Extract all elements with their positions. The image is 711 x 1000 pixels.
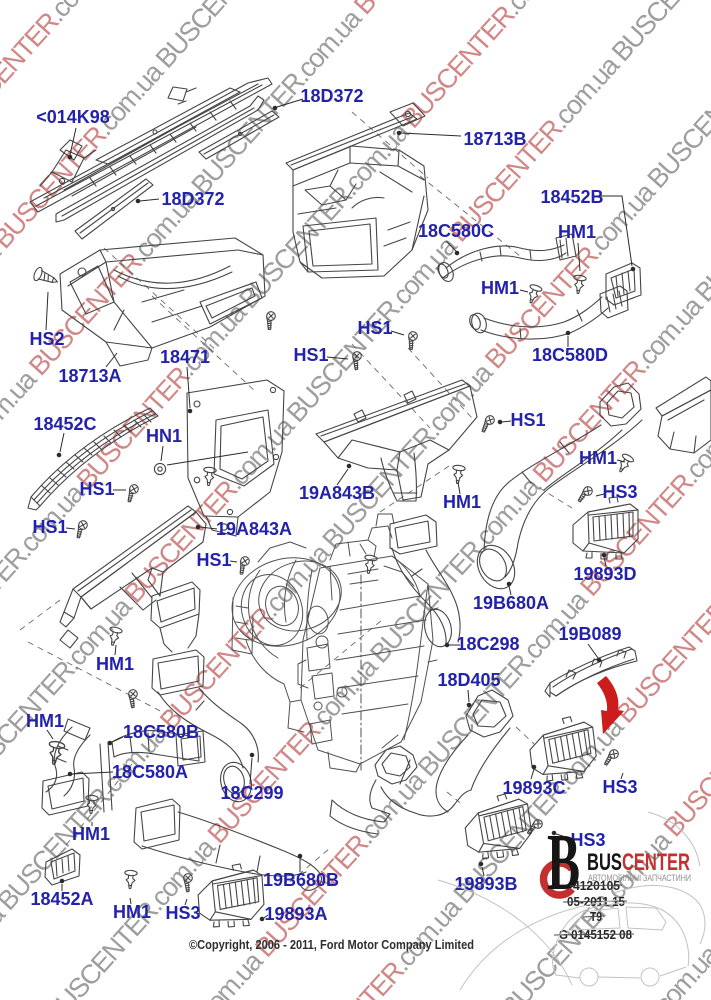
svg-text:HS1: HS1 — [293, 345, 328, 365]
svg-text:G 0145152 08: G 0145152 08 — [559, 928, 632, 942]
svg-text:18C298: 18C298 — [456, 634, 519, 654]
svg-text:HM1: HM1 — [558, 222, 596, 242]
svg-text:18C580B: 18C580B — [123, 722, 199, 742]
svg-text:19893A: 19893A — [264, 904, 327, 924]
svg-text:T9: T9 — [590, 910, 602, 924]
svg-text:HM1: HM1 — [26, 711, 64, 731]
svg-text:18452A: 18452A — [30, 889, 93, 909]
svg-text:HM1: HM1 — [443, 492, 481, 512]
svg-text:18713B: 18713B — [463, 129, 526, 149]
svg-text:HS1: HS1 — [196, 550, 231, 570]
svg-text:4120105: 4120105 — [573, 879, 620, 893]
svg-text:19A843B: 19A843B — [299, 483, 375, 503]
svg-text:18C580A: 18C580A — [112, 762, 188, 782]
svg-text:18471: 18471 — [160, 347, 210, 367]
svg-text:05-2011 15: 05-2011 15 — [567, 895, 625, 909]
svg-text:АВТОМОБІЛЬНІ ЗАПЧАСТИНИ: АВТОМОБІЛЬНІ ЗАПЧАСТИНИ — [588, 873, 691, 883]
svg-text:HM1: HM1 — [72, 824, 110, 844]
svg-text:HM1: HM1 — [96, 654, 134, 674]
svg-text:HS3: HS3 — [602, 482, 637, 502]
svg-text:HM1: HM1 — [579, 448, 617, 468]
svg-text:19893B: 19893B — [454, 874, 517, 894]
svg-text:©Copyright, 2006 - 2011, Ford: ©Copyright, 2006 - 2011, Ford Motor Comp… — [189, 937, 474, 952]
svg-text:HS1: HS1 — [510, 410, 545, 430]
svg-text:18713A: 18713A — [58, 366, 121, 386]
svg-text:19B089: 19B089 — [558, 624, 621, 644]
svg-text:19B680B: 19B680B — [263, 870, 339, 890]
svg-text:HM1: HM1 — [113, 902, 151, 922]
svg-text:18C580D: 18C580D — [532, 345, 608, 365]
svg-text:19893C: 19893C — [502, 778, 565, 798]
svg-text:HN1: HN1 — [146, 426, 182, 446]
svg-text:<014K98: <014K98 — [36, 107, 110, 127]
svg-text:BUSCENTER: BUSCENTER — [587, 849, 690, 876]
svg-text:19A843A: 19A843A — [216, 519, 292, 539]
svg-text:19893D: 19893D — [573, 564, 636, 584]
svg-text:HS2: HS2 — [29, 329, 64, 349]
svg-text:B: B — [547, 819, 580, 907]
svg-text:HS1: HS1 — [32, 517, 67, 537]
svg-text:18452C: 18452C — [33, 414, 96, 434]
svg-text:18C299: 18C299 — [220, 783, 283, 803]
svg-text:HS3: HS3 — [602, 777, 637, 797]
svg-text:18C580C: 18C580C — [418, 221, 494, 241]
svg-text:HS3: HS3 — [570, 830, 605, 850]
svg-text:18D372: 18D372 — [300, 86, 363, 106]
svg-text:18D372: 18D372 — [161, 189, 224, 209]
svg-text:18D405: 18D405 — [437, 670, 500, 690]
svg-text:HS1: HS1 — [357, 318, 392, 338]
svg-text:HS3: HS3 — [165, 903, 200, 923]
svg-text:18452B: 18452B — [540, 187, 603, 207]
svg-text:HS1: HS1 — [79, 479, 114, 499]
svg-text:19B680A: 19B680A — [473, 593, 549, 613]
svg-text:HM1: HM1 — [481, 278, 519, 298]
